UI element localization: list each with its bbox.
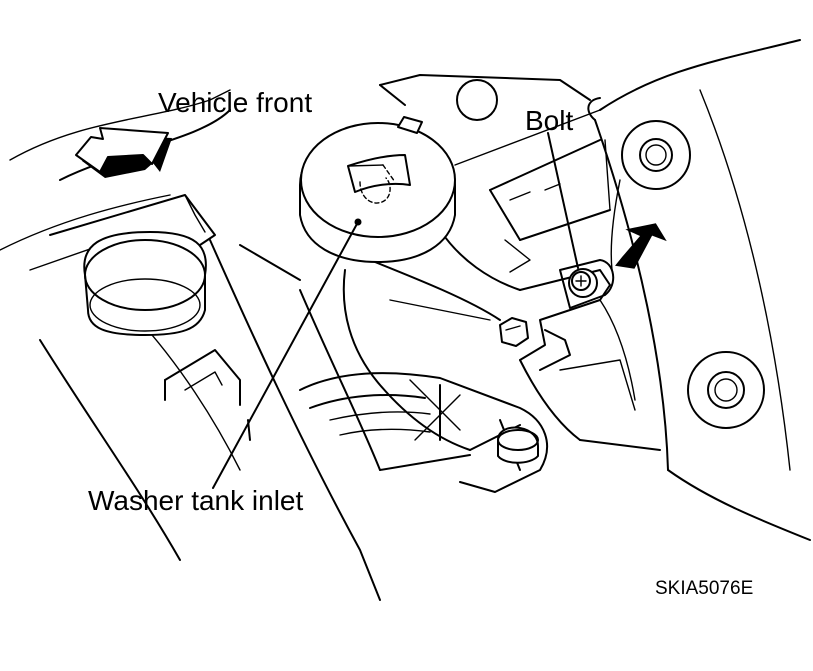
label-washer-tank-inlet: Washer tank inlet [88,485,303,516]
bolt-pointer-arrow [615,223,667,269]
mounting-bracket [559,259,615,309]
vehicle-front-arrow [75,127,172,178]
body-panel-right [587,39,811,541]
upper-panel [379,74,611,241]
label-vehicle-front: Vehicle front [158,87,312,118]
washer-tank-cap [299,116,456,263]
leader-lines [212,132,579,489]
label-bolt: Bolt [525,105,573,136]
bolt-marker [568,268,598,298]
nut-small [499,317,529,347]
figure-code: SKIA5076E [655,578,753,599]
washer-tank-inlet-leader-line [212,221,359,489]
grommet-lower [687,351,765,429]
grommet-upper [621,120,691,190]
lower-bracket [299,372,549,493]
reservoir-cap-left [83,231,207,336]
panel-hole [456,79,498,121]
bolt-lower [497,426,539,464]
bolt-leader-line [547,132,579,269]
